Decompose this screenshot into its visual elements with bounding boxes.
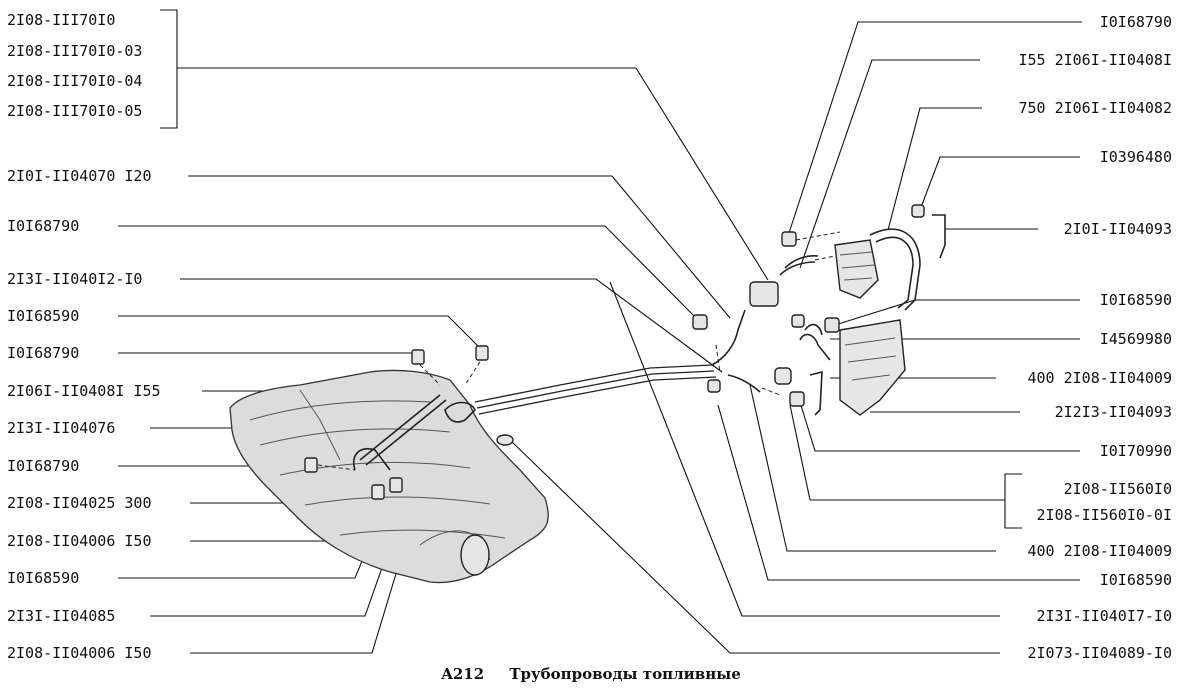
part-label: 2I3I-II04076 <box>7 419 116 437</box>
group-bracket-left <box>160 9 178 129</box>
leader-r13 <box>609 281 1000 617</box>
caption-title: Трубопроводы топливные <box>509 665 741 683</box>
fuel-tank-illustration <box>229 369 549 584</box>
part-label: I0I68790 <box>7 344 80 362</box>
leader-l3 <box>180 278 723 373</box>
part-label: 2I08-II04025 300 <box>7 494 152 512</box>
group-top-left-item: 2I08-III70I0-05 <box>7 102 143 120</box>
leader-r10 <box>799 401 1080 452</box>
group-top-left-item: 2I08-III70I0-04 <box>7 72 143 90</box>
lower-right-components <box>707 314 906 416</box>
leader-r12 <box>717 404 1080 581</box>
leader-r14 <box>509 439 1000 654</box>
leader-r1 <box>787 21 1082 237</box>
leader-l1 <box>188 175 731 319</box>
caption-code: A212 <box>441 665 485 683</box>
part-label: 400 2I08-II04009 <box>1027 542 1173 560</box>
part-label: I0I68590 <box>1099 291 1172 309</box>
fuel-lines <box>474 309 761 415</box>
group-right-item: 2I08-II560I0 <box>1063 480 1172 498</box>
part-label: 2I08-II04006 I50 <box>7 644 152 662</box>
leader-r6 <box>834 299 1080 326</box>
figure-caption: A212 Трубопроводы топливные <box>0 665 1182 683</box>
part-label: 2I3I-II040I2-I0 <box>7 270 143 288</box>
group-top-left-item: 2I08-III70I0-03 <box>7 42 143 60</box>
group-top-left-item: 2I08-III70I0 <box>7 11 116 29</box>
part-label: 2I3I-II040I7-I0 <box>1036 607 1172 625</box>
leader-r2 <box>799 59 980 269</box>
part-label: I4569980 <box>1099 330 1172 348</box>
group-bracket-right <box>1004 473 1022 529</box>
leader-r3 <box>887 107 982 231</box>
part-label: 2I2I3-II04093 <box>1054 403 1172 421</box>
part-label: I0396480 <box>1099 148 1172 166</box>
part-label: I0I68590 <box>1099 571 1172 589</box>
group-right-item: 2I08-II560I0-0I <box>1036 506 1172 524</box>
part-label: I0I68590 <box>7 569 80 587</box>
part-label: 2I06I-II0408I I55 <box>7 382 161 400</box>
part-label: 2I0I-II04093 <box>1063 220 1172 238</box>
leader-r11 <box>749 384 996 552</box>
part-label: 750 2I06I-II04082 <box>1018 99 1172 117</box>
part-label: I0I68790 <box>1099 13 1172 31</box>
filter-assembly <box>692 204 946 330</box>
part-label: 2I3I-II04085 <box>7 607 116 625</box>
part-label: I0I70990 <box>1099 442 1172 460</box>
part-label: 2I08-II04006 I50 <box>7 532 152 550</box>
part-label: 2I073-II04089-I0 <box>1027 644 1173 662</box>
part-label: I0I68590 <box>7 307 80 325</box>
leader-l4 <box>118 315 483 351</box>
leader-group-right-diag <box>789 404 811 501</box>
part-label: 400 2I08-II04009 <box>1027 369 1173 387</box>
part-label: 2I0I-II04070 I20 <box>7 167 152 185</box>
leader-group-top-left-diag <box>635 67 769 281</box>
tank-hoses <box>304 345 489 500</box>
part-label: I0I68790 <box>7 457 80 475</box>
leader-r4 <box>919 156 1080 211</box>
part-label: I55 2I06I-II0408I <box>1018 51 1172 69</box>
part-label: I0I68790 <box>7 217 80 235</box>
leader-l2 <box>118 225 701 323</box>
